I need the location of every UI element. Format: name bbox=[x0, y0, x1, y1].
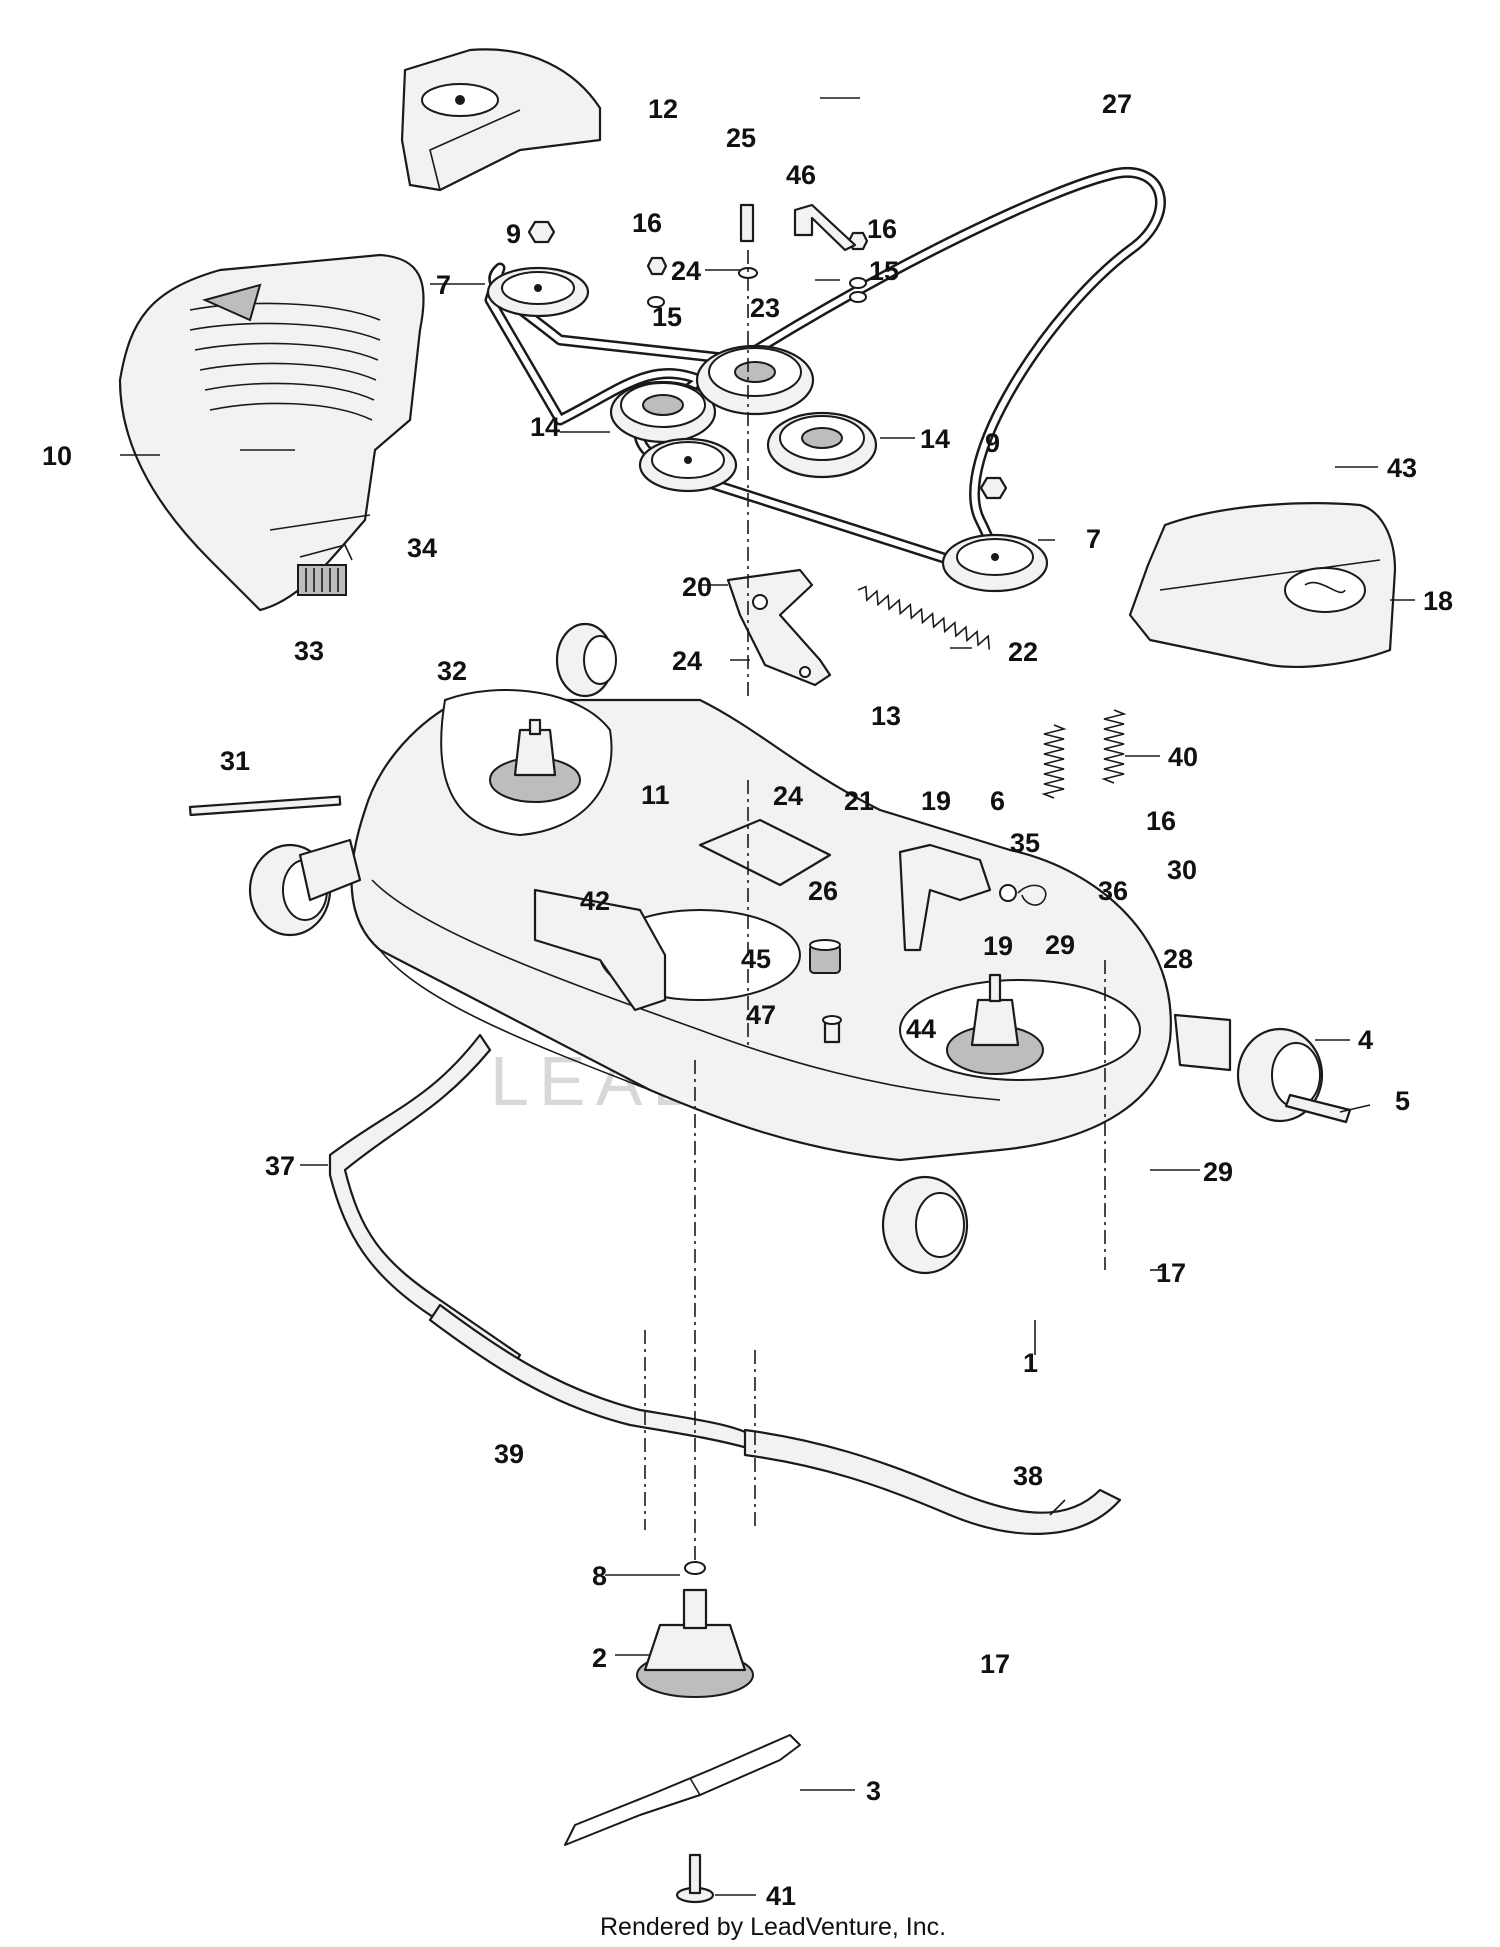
deck-baffle-left bbox=[328, 1033, 522, 1372]
callout-14a: 14 bbox=[530, 412, 560, 442]
callout-7a: 7 bbox=[436, 270, 451, 300]
callout-30: 30 bbox=[1167, 855, 1197, 885]
callout-24b: 24 bbox=[672, 646, 702, 676]
deck-baffle-right bbox=[743, 1428, 1122, 1535]
callout-17b: 17 bbox=[980, 1649, 1010, 1679]
alignment-lines bbox=[644, 250, 1106, 1560]
idler-pulley-right bbox=[941, 533, 1049, 593]
callout-44: 44 bbox=[906, 1014, 936, 1044]
callout-17a: 17 bbox=[1156, 1258, 1186, 1288]
callout-42: 42 bbox=[580, 886, 610, 916]
belt-cover-left-rear bbox=[400, 48, 602, 192]
spindle-pulley-right bbox=[766, 411, 878, 479]
deck-lift-springs bbox=[1041, 709, 1127, 799]
callout-38: 38 bbox=[1013, 1461, 1043, 1491]
callout-22: 22 bbox=[1008, 637, 1038, 667]
gauge-wheel-front-left bbox=[248, 838, 362, 937]
callout-34: 34 bbox=[407, 533, 437, 563]
idler-pulley-left-top bbox=[486, 266, 590, 318]
callout-16b: 16 bbox=[867, 214, 897, 244]
callout-4: 4 bbox=[1358, 1025, 1373, 1055]
callout-16a: 16 bbox=[632, 208, 662, 238]
callout-7b: 7 bbox=[1086, 524, 1101, 554]
callout-36: 36 bbox=[1098, 876, 1128, 906]
callout-21: 21 bbox=[844, 786, 874, 816]
callout-2: 2 bbox=[592, 1643, 607, 1673]
belt-cover-right bbox=[1128, 502, 1397, 668]
callout-26: 26 bbox=[808, 876, 838, 906]
callout-12: 12 bbox=[648, 94, 678, 124]
bushing bbox=[809, 939, 841, 974]
callout-29a: 29 bbox=[1045, 930, 1075, 960]
callout-32: 32 bbox=[437, 656, 467, 686]
callout-19b: 19 bbox=[983, 931, 1013, 961]
blade-bolt bbox=[675, 1853, 715, 1904]
callout-3: 3 bbox=[866, 1776, 881, 1806]
center-pulley bbox=[695, 344, 815, 416]
callout-25: 25 bbox=[726, 123, 756, 153]
callout-9b: 9 bbox=[985, 428, 1000, 458]
deck-spindle-right bbox=[946, 973, 1044, 1075]
belt-cover-left-front bbox=[118, 253, 425, 612]
callout-47: 47 bbox=[746, 1000, 776, 1030]
pivot-rod bbox=[188, 795, 342, 817]
callout-5: 5 bbox=[1395, 1086, 1410, 1116]
callout-1: 1 bbox=[1023, 1348, 1038, 1378]
callout-46: 46 bbox=[786, 160, 816, 190]
height-adjust-bracket bbox=[898, 843, 1047, 952]
callout-15a: 15 bbox=[652, 302, 682, 332]
callout-18: 18 bbox=[1423, 586, 1453, 616]
callout-24c: 24 bbox=[773, 781, 803, 811]
hardware-small bbox=[527, 203, 1008, 500]
spindle-assembly bbox=[636, 1561, 754, 1698]
callout-labels: 1 2 3 4 5 6 7 7 8 9 9 10 11 12 13 14 14 … bbox=[42, 89, 1453, 1911]
callout-40: 40 bbox=[1168, 742, 1198, 772]
callout-13: 13 bbox=[871, 701, 901, 731]
callout-19a: 19 bbox=[921, 786, 951, 816]
callout-31: 31 bbox=[220, 746, 250, 776]
callout-23: 23 bbox=[750, 293, 780, 323]
callout-6: 6 bbox=[990, 786, 1005, 816]
callout-29b: 29 bbox=[1203, 1157, 1233, 1187]
callout-24a: 24 bbox=[671, 256, 701, 286]
callout-41: 41 bbox=[766, 1881, 796, 1911]
callout-43: 43 bbox=[1387, 453, 1417, 483]
callout-16c: 16 bbox=[1146, 806, 1176, 836]
callout-9a: 9 bbox=[506, 219, 521, 249]
callout-39: 39 bbox=[494, 1439, 524, 1469]
idler-pulley-lower bbox=[638, 437, 738, 493]
leader-lines bbox=[120, 97, 1415, 1896]
callout-35: 35 bbox=[1010, 828, 1040, 858]
callout-11: 11 bbox=[641, 780, 670, 810]
mower-blade bbox=[564, 1734, 801, 1846]
gauge-wheel-front-center bbox=[881, 1175, 969, 1275]
belt-cover-filter bbox=[297, 544, 353, 596]
callout-14b: 14 bbox=[920, 424, 950, 454]
callout-37: 37 bbox=[265, 1151, 295, 1181]
idler-arm bbox=[726, 568, 832, 687]
mower-deck-shell bbox=[350, 689, 1172, 1162]
gauge-wheel-rear-left bbox=[555, 622, 617, 698]
deck-spindle-left bbox=[489, 718, 581, 803]
callout-20: 20 bbox=[682, 572, 712, 602]
callout-28: 28 bbox=[1163, 944, 1193, 974]
callout-10: 10 bbox=[42, 441, 72, 471]
callout-27: 27 bbox=[1102, 89, 1132, 119]
grease-fitting bbox=[822, 1015, 842, 1044]
render-credit: Rendered by LeadVenture, Inc. bbox=[600, 1913, 946, 1941]
callout-33: 33 bbox=[294, 636, 324, 666]
callout-8: 8 bbox=[592, 1561, 607, 1591]
wheel-axle-bolt bbox=[1284, 1093, 1352, 1124]
idler-spring bbox=[857, 585, 991, 650]
callout-15b: 15 bbox=[869, 256, 899, 286]
baffle-bracket bbox=[698, 818, 832, 887]
callout-45: 45 bbox=[741, 944, 771, 974]
